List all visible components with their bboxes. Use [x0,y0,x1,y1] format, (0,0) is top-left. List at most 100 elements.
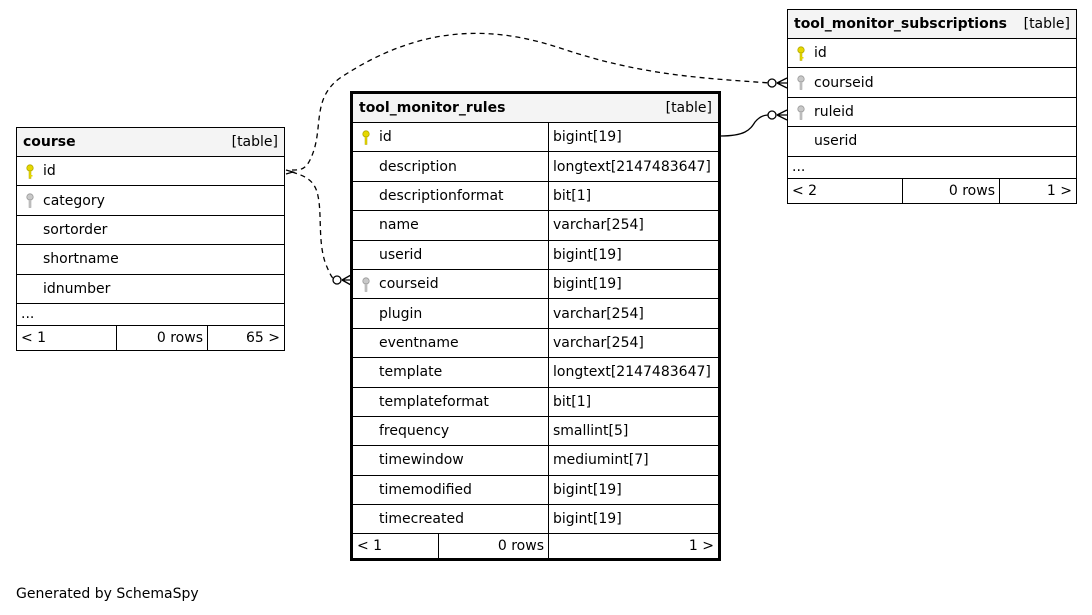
column-name: template [379,364,443,381]
edge-crowfoot [776,109,788,121]
foreign-key-icon [26,193,34,209]
parents-count[interactable]: < 2 [788,178,903,203]
column-name: templateformat [379,393,489,410]
column-name: plugin [379,305,423,322]
column-row[interactable]: courseid bigint[19] [353,269,718,300]
column-name: id [814,45,827,62]
more-columns: ... [788,157,1076,179]
more-columns: ... [17,304,284,326]
parents-count[interactable]: < 1 [17,325,117,350]
table-header: tool_monitor_subscriptions [table] [788,10,1076,39]
table-footer: < 2 0 rows 1 > [788,178,1076,203]
table-tool-monitor-subscriptions[interactable]: tool_monitor_subscriptions [table] id co… [787,9,1077,204]
column-name: userid [814,133,858,150]
foreign-key-icon [797,105,805,120]
column-type: bigint[19] [548,505,718,534]
table-header: course [table] [17,128,284,157]
edge-course-to-rules [291,171,337,281]
column-type: longtext[2147483647] [548,152,718,181]
column-name: timecreated [379,511,464,528]
column-name: shortname [43,251,119,268]
edge-end-circle [767,78,777,88]
column-row[interactable]: eventname varchar[254] [353,328,718,359]
edge-crowfoot [776,77,788,89]
row-count: 0 rows [117,325,208,350]
column-type: bit[1] [548,387,718,416]
primary-key-icon [26,164,34,179]
column-name: timemodified [379,481,472,498]
column-type: bigint[19] [548,123,718,152]
column-row[interactable]: timecreated bigint[19] [353,505,718,535]
primary-key-icon [797,46,805,61]
column-row[interactable]: name varchar[254] [353,211,718,241]
column-row[interactable]: description longtext[2147483647] [353,152,718,182]
column-name: userid [379,246,423,263]
table-type: [table] [1023,16,1070,32]
column-row[interactable]: courseid [788,68,1076,98]
row-count: 0 rows [903,178,1000,203]
column-type: longtext[2147483647] [548,358,718,387]
column-row[interactable]: id [17,157,284,187]
column-type: smallint[5] [548,416,718,446]
column-name: id [379,129,392,146]
column-row[interactable]: category [17,186,284,216]
table-course[interactable]: course [table] id category sortorder sho… [16,127,285,351]
column-row[interactable]: templateformat bit[1] [353,387,718,417]
edge-end-circle [767,110,777,120]
column-type: varchar[254] [548,299,718,328]
column-row[interactable]: id bigint[19] [353,123,718,153]
column-type: bit[1] [548,181,718,211]
column-row[interactable]: shortname [17,245,284,275]
column-name: courseid [379,276,439,293]
edge-rules-to-subscriptions [719,114,769,137]
column-row[interactable]: id [788,39,1076,69]
table-name: tool_monitor_rules [359,100,506,116]
column-row[interactable]: timemodified bigint[19] [353,475,718,506]
column-row[interactable]: sortorder [17,216,284,246]
column-name: sortorder [43,221,108,238]
generated-by-label: Generated by SchemaSpy [16,586,199,602]
column-type: varchar[254] [548,211,718,240]
column-row[interactable]: idnumber [17,275,284,304]
column-name: ruleid [814,103,854,120]
column-name: courseid [814,74,874,91]
column-name: eventname [379,334,459,351]
column-type: varchar[254] [548,328,718,358]
table-header: tool_monitor_rules [table] [353,94,718,123]
column-name: timewindow [379,452,464,469]
column-type: bigint[19] [548,269,718,299]
column-name: description [379,158,457,175]
column-row[interactable]: userid bigint[19] [353,240,718,270]
children-count[interactable]: 1 > [1046,182,1072,199]
column-row[interactable]: template longtext[2147483647] [353,358,718,388]
edge-end-circle [332,275,342,285]
table-type: [table] [231,134,278,150]
table-name: tool_monitor_subscriptions [794,16,1008,32]
column-name: name [379,217,419,234]
children-count[interactable]: 1 > [688,538,714,555]
column-row[interactable]: plugin varchar[254] [353,299,718,329]
table-footer: < 1 0 rows 65 > [17,325,284,350]
table-type: [table] [665,100,712,116]
table-name: course [23,134,76,150]
edge-crowfoot [341,274,352,286]
table-footer: < 1 0 rows 1 > [353,534,718,559]
column-row[interactable]: ruleid [788,98,1076,128]
column-row[interactable]: userid [788,127,1076,157]
foreign-key-icon [362,277,370,292]
column-name: category [43,192,105,209]
parents-count[interactable]: < 1 [353,534,439,559]
column-name: idnumber [43,280,111,297]
column-name: id [43,163,56,180]
primary-key-icon [362,130,370,145]
column-type: bigint[19] [548,240,718,269]
edge-course-to-subscriptions [291,32,771,171]
column-type: bigint[19] [548,475,718,505]
foreign-key-icon [797,75,805,91]
children-count[interactable]: 65 > [246,329,280,346]
